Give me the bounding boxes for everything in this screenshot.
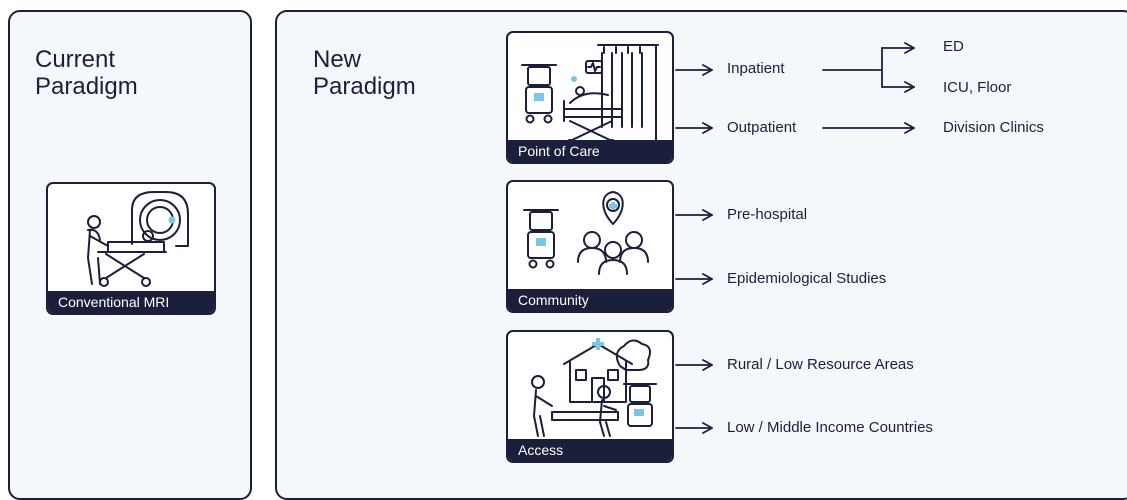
label-outpatient: Outpatient (727, 119, 797, 136)
community-location-icon (523, 191, 649, 275)
community-caption: Community (508, 289, 672, 311)
rural-clinic-icon (531, 338, 657, 437)
conventional-mri-card: Conventional MRI (46, 182, 216, 315)
label-inpatient: Inpatient (727, 60, 785, 77)
new-paradigm-panel: New Paradigm (275, 10, 1127, 500)
label-low-middle-income: Low / Middle Income Countries (727, 419, 933, 436)
current-paradigm-title: Current Paradigm (35, 46, 138, 100)
new-paradigm-title: New Paradigm (313, 46, 416, 100)
new-title-line1: New (313, 46, 362, 73)
label-pre-hospital: Pre-hospital (727, 206, 808, 223)
inpatient-branch-connector (822, 47, 883, 88)
point-of-care-card: Point of Care (506, 31, 674, 164)
community-card: Community (506, 180, 674, 313)
current-paradigm-panel: Current Paradigm Conventional MRI (8, 10, 252, 500)
mri-scanner-icon (87, 191, 189, 287)
new-title-line2: Paradigm (313, 73, 416, 100)
label-ed: ED (943, 38, 964, 55)
hospital-bed-portable-mri-icon (521, 44, 659, 143)
access-card: Access (506, 330, 674, 463)
current-title-line2: Paradigm (35, 73, 138, 100)
label-icu-floor: ICU, Floor (943, 79, 1012, 96)
label-rural-low-resource: Rural / Low Resource Areas (727, 356, 914, 373)
point-of-care-caption: Point of Care (508, 140, 672, 162)
current-title-line1: Current (35, 46, 116, 73)
label-division-clinics: Division Clinics (943, 119, 1044, 136)
label-epidemiological-studies: Epidemiological Studies (727, 270, 887, 287)
connector-arrows (675, 42, 915, 434)
access-caption: Access (508, 439, 672, 461)
conventional-mri-caption: Conventional MRI (48, 291, 214, 313)
